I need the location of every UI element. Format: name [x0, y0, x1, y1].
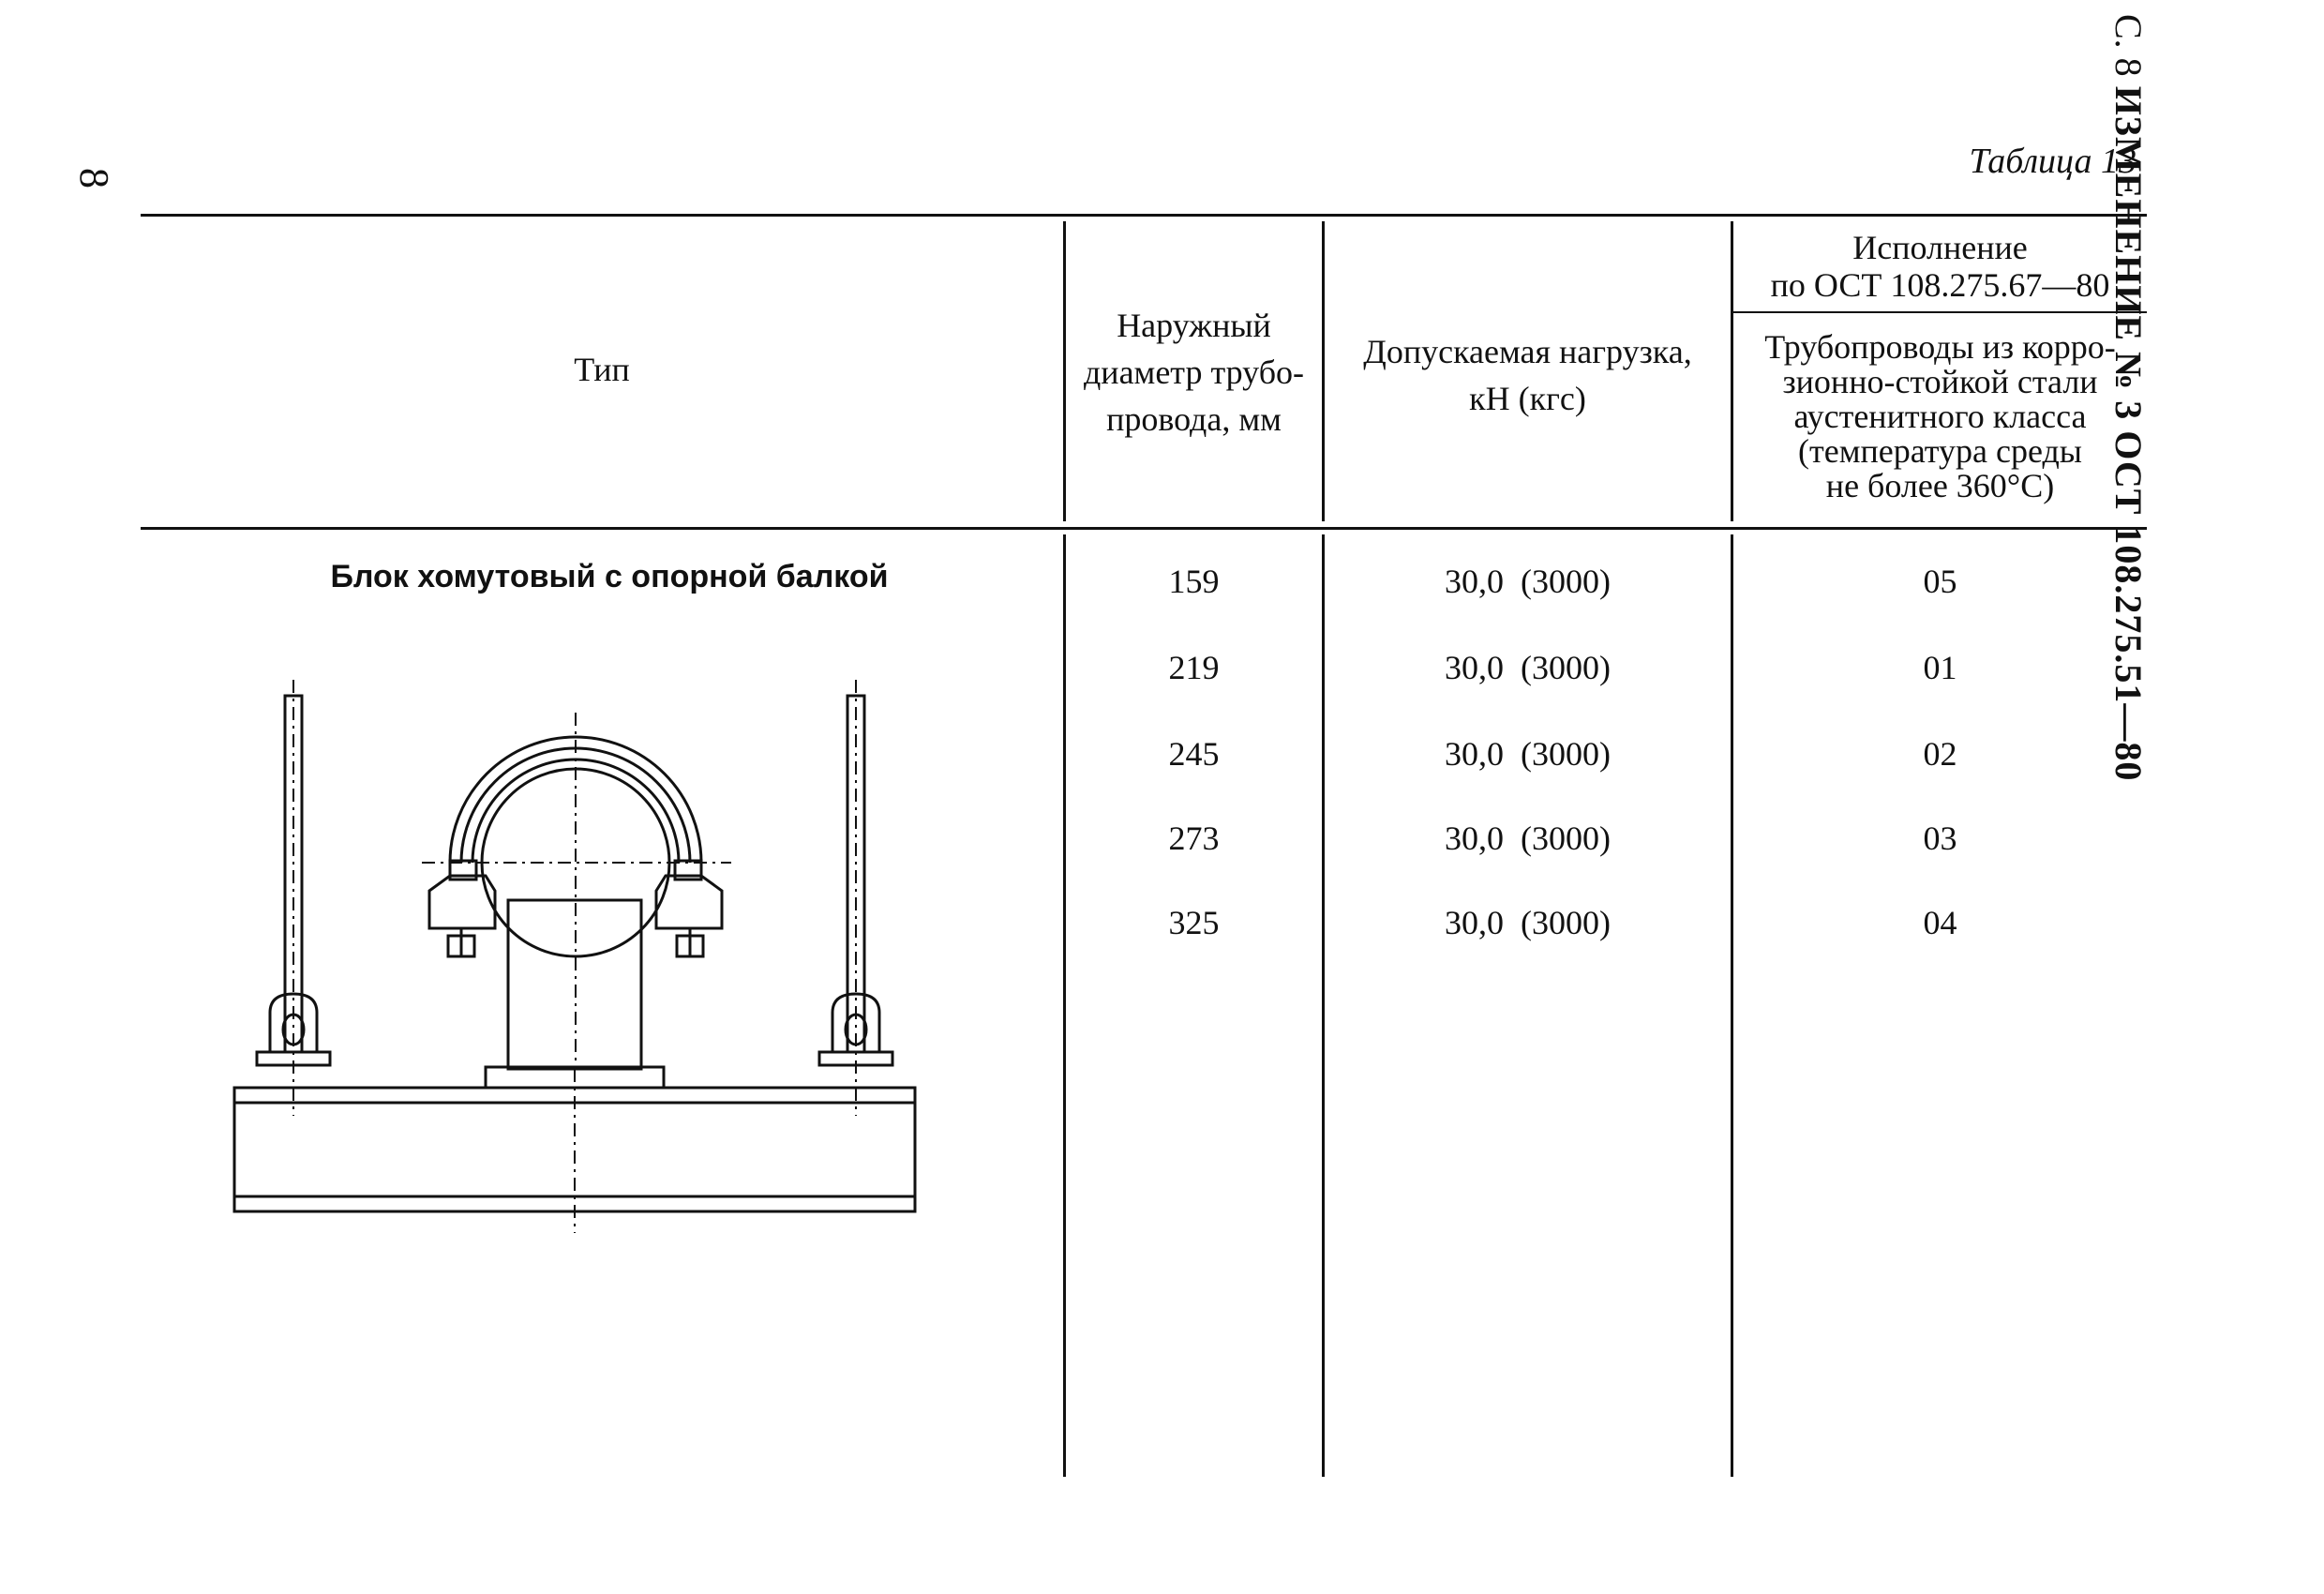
row-3-load: 30,0 (3000) [1445, 735, 1611, 773]
column-divider-3 [1731, 221, 1733, 521]
header-type: Тип [574, 351, 630, 388]
left-lug-plate [255, 1050, 332, 1067]
row-5-execution: 04 [1923, 904, 1957, 941]
header-load-line-1: Допускаемая нагрузка, [1363, 333, 1692, 370]
right-lug [831, 992, 881, 1052]
row-5-load: 30,0 (3000) [1445, 904, 1611, 941]
left-bolt-nut [446, 934, 476, 958]
left-clamp-ear [448, 859, 478, 881]
side-header-prefix: С. 8 [2107, 14, 2150, 77]
type-name: Блок хомутовый с опорной балкой [330, 559, 889, 594]
header-execution-sub: Трубопроводы из корро- зионно-стойкой ст… [1733, 330, 2147, 504]
row-4-diameter: 273 [1168, 820, 1220, 857]
right-clamp-nut-block [654, 874, 724, 930]
right-lug-plate [817, 1050, 894, 1067]
left-lug [268, 992, 319, 1052]
row-4-load: 30,0 (3000) [1445, 820, 1611, 857]
row-3-diameter: 245 [1168, 735, 1220, 773]
column-divider-1-body [1063, 534, 1066, 1477]
column-divider-3-body [1731, 534, 1733, 1477]
header-load: Допускаемая нагрузка, кН (кгс) [1325, 328, 1731, 422]
row-2-load: 30,0 (3000) [1445, 649, 1611, 686]
right-bolt-nut [675, 934, 705, 958]
table-top-rule [141, 214, 2147, 217]
left-clamp-nut-block [427, 874, 497, 930]
row-3-execution: 02 [1923, 735, 1957, 773]
row-5-diameter: 325 [1168, 904, 1220, 941]
right-clamp-ear [673, 859, 703, 881]
execution-sub-rule [1732, 311, 2147, 313]
header-execution-sub-line-5: не более 360°С) [1825, 467, 2055, 504]
clamp-block-with-support-beam-drawing [232, 680, 917, 1233]
row-4-execution: 03 [1923, 820, 1957, 857]
header-diameter-line-1: Наружный [1117, 307, 1271, 344]
header-diameter-line-2: диаметр трубо- [1083, 353, 1305, 391]
header-bottom-rule [141, 527, 2147, 530]
header-execution-sub-line-1: Трубопроводы из корро- [1764, 328, 2116, 366]
row-2-diameter: 219 [1168, 649, 1220, 686]
header-load-line-2: кН (кгс) [1469, 380, 1586, 417]
header-execution-sub-line-4: (температура среды [1798, 432, 2082, 470]
header-execution-sub-line-3: аустенитного класса [1793, 398, 2087, 435]
column-divider-2-body [1322, 534, 1325, 1477]
header-execution-sub-line-2: зионно-стойкой стали [1782, 363, 2098, 400]
right-lug-hole [844, 1013, 868, 1046]
row-1-load: 30,0 (3000) [1445, 563, 1611, 600]
header-diameter: Наружный диаметр трубо- провода, мм [1066, 302, 1322, 443]
row-2-execution: 01 [1923, 649, 1957, 686]
page-number: 8 [71, 168, 117, 188]
header-execution-line-1: Исполнение [1852, 229, 2028, 266]
row-1-execution: 05 [1923, 563, 1957, 600]
column-divider-1 [1063, 221, 1066, 521]
column-divider-2 [1322, 221, 1325, 521]
header-execution: Исполнение по ОСТ 108.275.67—80 [1733, 229, 2147, 304]
left-lug-hole [281, 1013, 306, 1046]
header-execution-line-2: по ОСТ 108.275.67—80 [1770, 266, 2110, 304]
table-caption: Таблица 13 [1969, 142, 2137, 181]
clamp-outer [448, 735, 703, 864]
header-diameter-line-3: провода, мм [1106, 400, 1282, 438]
row-1-diameter: 159 [1168, 563, 1220, 600]
